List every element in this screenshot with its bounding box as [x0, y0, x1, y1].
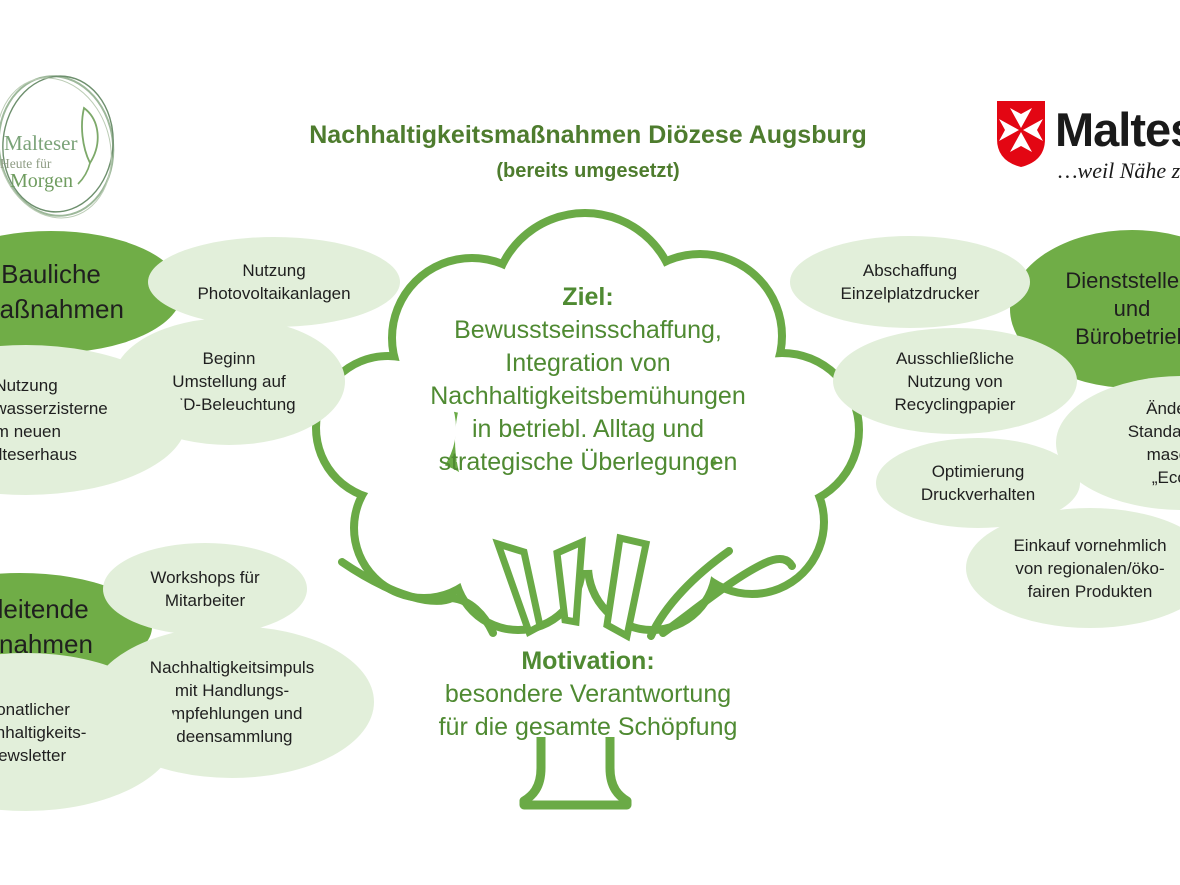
logo-left-line3: Morgen [10, 170, 73, 192]
sketch-circle-icon [0, 75, 115, 219]
tree-branches [338, 533, 796, 642]
tree-trunk [519, 737, 632, 810]
ziel-text: Bewusstseinsschaffung, Integration von N… [430, 316, 746, 476]
motivation-heading: Motivation: [521, 647, 655, 675]
tree-crown-fill [320, 217, 855, 626]
page-title: Nachhaltigkeitsmaßnahmen Diözese Augsbur… [309, 121, 867, 149]
bubble-photovoltaikanlagen: Nutzung Photovoltaikanlagen [148, 237, 400, 327]
malteser-logo: Malteser …weil Nähe zählt. [993, 96, 1180, 206]
bubble-recyclingpapier: Ausschließliche Nutzung von Recyclingpap… [833, 328, 1077, 434]
bubble-regionale-oeko-faire-produkte: Einkauf vornehmlich von regionalen/öko- … [966, 508, 1180, 628]
motivation-text: besondere Verantwortung für die gesamte … [438, 680, 738, 741]
logo-right-tagline: …weil Nähe zählt. [1058, 158, 1180, 183]
malteser-heute-fuer-morgen-logo: Malteser Heute für Morgen [0, 75, 115, 219]
ziel-heading: Ziel: [562, 283, 614, 311]
logo-left-line2: Heute für [0, 156, 52, 171]
bubble-workshops-mitarbeiter: Workshops für Mitarbeiter [103, 543, 307, 635]
bubble-abschaffung-einzelplatzdrucker: Abschaffung Einzelplatzdrucker [790, 236, 1030, 328]
leaf-icon [77, 106, 99, 185]
bubble-dienststellen-buerobetrieb: Dienststellen- und Bürobetrieb [1010, 230, 1180, 388]
motivation-block: Motivation: besondere Verantwortung für … [388, 645, 788, 744]
maltese-cross-shield-icon [997, 101, 1045, 167]
page-subtitle: (bereits umgesetzt) [496, 160, 680, 182]
header: Nachhaltigkeitsmaßnahmen Diözese Augsbur… [188, 120, 988, 183]
ziel-block: Ziel: Bewusstseinsschaffung, Integration… [388, 281, 788, 479]
logo-right-brand: Malteser [1055, 103, 1180, 156]
logo-left-line1: Malteser [4, 131, 77, 155]
